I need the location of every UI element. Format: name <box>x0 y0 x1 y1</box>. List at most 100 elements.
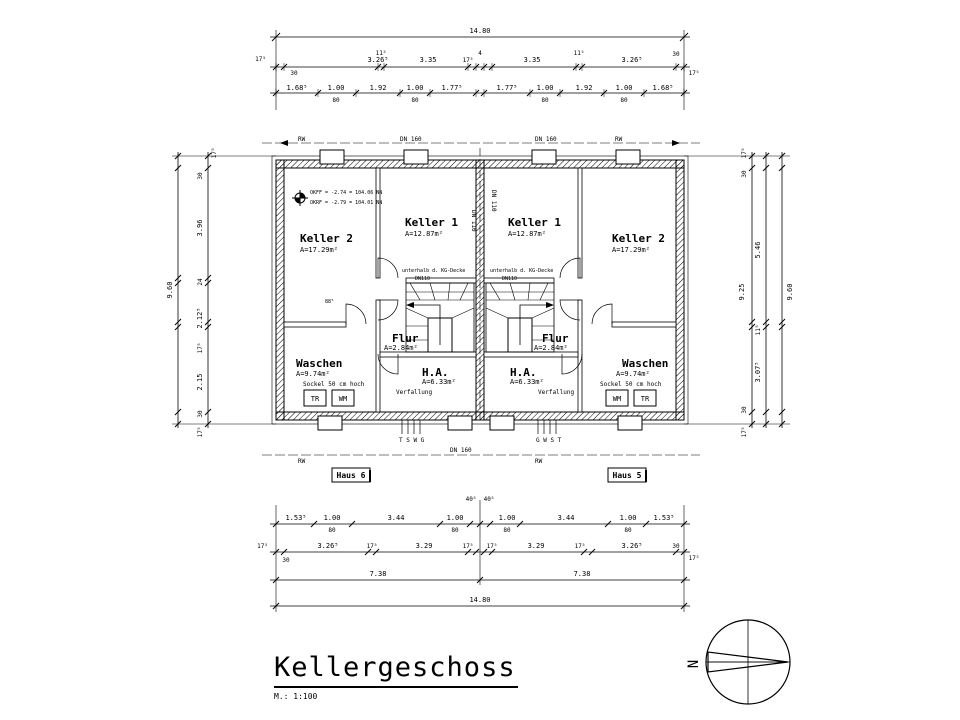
drawing-title: Kellergeschoss <box>274 652 516 683</box>
room-area: A=12.87m² <box>508 230 546 238</box>
room-area: A=9.74m² <box>296 370 330 378</box>
dim-right-3: 11⁵ <box>755 325 762 336</box>
dimension-tick <box>778 318 786 326</box>
dim-right-1: 30 <box>741 170 748 178</box>
doors <box>345 257 613 375</box>
dimension-tick <box>680 548 688 556</box>
dimension-tick <box>174 274 182 282</box>
dimension-tick <box>748 408 756 416</box>
stair-note-0: unterhalb d. KG-Decke <box>402 268 465 274</box>
dim-top1-sub-1: 17⁵ <box>689 70 700 77</box>
dimension-tick <box>762 323 770 331</box>
room-name: H.A. <box>510 366 537 379</box>
dim-top1-9: 30 <box>672 51 680 58</box>
pipe-label-8: DN 160 <box>450 447 472 454</box>
room-area: A=6.33m² <box>422 378 456 386</box>
dim-top2-9: 1.68⁵ <box>652 84 673 92</box>
dim-bot1-7: 3.44 <box>558 514 575 522</box>
dim-top-total: 14.80 <box>469 27 490 35</box>
dimension-tick <box>580 548 588 556</box>
room-keller2-left: Keller 2 A=17.29m² <box>300 232 353 254</box>
appliance-label: TR <box>311 395 320 403</box>
dim-top2-sub-3: 80 <box>620 97 628 104</box>
dimension-tick <box>748 318 756 326</box>
dim-bot1-6: 1.00 <box>499 514 516 522</box>
dim-left-4: 2.12⁵ <box>196 307 204 328</box>
house-labels: Haus 6 Haus 5 <box>331 467 647 483</box>
pipe-label-3: DN 160 <box>535 136 557 143</box>
dimension-tick <box>762 408 770 416</box>
dimension-tick <box>204 274 212 282</box>
dim-top1-1: 3.26⁵ <box>367 56 388 64</box>
dim-top2-8: 1.00 <box>616 84 633 92</box>
dim-left-6: 2.15 <box>196 374 204 391</box>
title-block: Kellergeschoss M.: 1:100 <box>274 652 518 701</box>
dimension-tick <box>472 548 480 556</box>
dim-top2-3: 1.00 <box>407 84 424 92</box>
room-area: A=12.87m² <box>405 230 443 238</box>
level-notes: OKFF = -2.74 = 104.06 NN OKRF = -2.79 = … <box>292 190 382 206</box>
pipe-label-2: RW <box>615 136 623 143</box>
dim-left-0: 17⁵ <box>211 148 218 159</box>
dim-bot2-7: 17⁵ <box>575 543 586 550</box>
dim-bot2-6: 3.29 <box>528 542 545 550</box>
dim-top2-0: 1.68⁵ <box>286 84 307 92</box>
room-note: Verfallung <box>396 389 433 396</box>
room-area: A=6.33m² <box>510 378 544 386</box>
dim-bot1-sub-2: 80 <box>503 527 511 534</box>
dimension-tick <box>762 318 770 326</box>
dim-bot1-sub-1: 80 <box>451 527 459 534</box>
dimension-tick <box>748 323 756 331</box>
dimension-tick <box>174 420 182 428</box>
dim-bot1-0: 1.53⁵ <box>285 514 306 522</box>
dimension-tick <box>204 318 212 326</box>
dim-top2-7: 1.92 <box>576 84 593 92</box>
dim-right-0: 17⁵ <box>741 148 748 159</box>
dim-bot-half-1: 7.38 <box>574 570 591 578</box>
room-keller1-right: Keller 1 A=12.87m² <box>508 216 561 238</box>
room-ha-right: H.A. A=6.33m² Verfallung <box>510 366 575 396</box>
pipe-label-0: RW <box>298 136 306 143</box>
dim-left-1: 30 <box>197 172 204 180</box>
dim-bot2-9: 30 <box>672 543 680 550</box>
dim-bot1-sub-0: 80 <box>328 527 336 534</box>
dimension-tick <box>480 548 488 556</box>
appliance-label: WM <box>613 395 621 403</box>
room-keller2-right: Keller 2 A=17.29m² <box>612 232 665 254</box>
stair-note-2: unterhalb d. KG-Decke <box>490 268 553 274</box>
utility-right: G W S T <box>536 437 562 444</box>
dimension-tick <box>272 602 280 610</box>
dimension-tick <box>778 164 786 172</box>
dim-top1-6: 3.35 <box>524 56 541 64</box>
dimension-tick <box>348 520 356 528</box>
dimension-tick <box>588 548 596 556</box>
room-note: Sockel 50 cm hoch <box>303 381 365 388</box>
dimension-tick <box>672 548 680 556</box>
dim-bot1-4: 40⁵ <box>466 496 477 503</box>
dim-right-5: 30 <box>741 406 748 414</box>
house-label-right: Haus 5 <box>613 471 642 480</box>
dimension-tick <box>748 152 756 160</box>
dimension-tick <box>778 408 786 416</box>
dim-top1-7: 11⁵ <box>574 50 585 57</box>
dimension-tick <box>604 520 612 528</box>
pipe-label-6: RW <box>298 458 306 465</box>
room-waschen-left: Waschen A=9.74m² Sockel 50 cm hoch TR WM <box>296 357 365 407</box>
dim-top2-2: 1.92 <box>370 84 387 92</box>
dimension-tick <box>748 164 756 172</box>
house-label-left: Haus 6 <box>337 471 366 480</box>
utility-connections: T S W G G W S T <box>399 420 562 444</box>
room-waschen-right: Waschen A=9.74m² Sockel 50 cm hoch WM TR <box>600 357 668 407</box>
room-name: Keller 2 <box>300 232 353 245</box>
dimension-tick <box>272 520 280 528</box>
pipe-label-4: DN 110 <box>470 210 477 232</box>
stair-note-1: DN110 <box>415 276 430 282</box>
dim-right-outer: 9.60 <box>786 284 794 301</box>
stair-notes: unterhalb d. KG-Decke DN110 unterhalb d.… <box>402 268 553 282</box>
dimension-tick <box>464 548 472 556</box>
north-arrow: N <box>686 619 791 705</box>
dimension-tick <box>680 576 688 584</box>
dimension-tick <box>372 548 380 556</box>
dim-bot2-1: 3.26⁵ <box>317 542 338 550</box>
dimension-tick <box>174 152 182 160</box>
